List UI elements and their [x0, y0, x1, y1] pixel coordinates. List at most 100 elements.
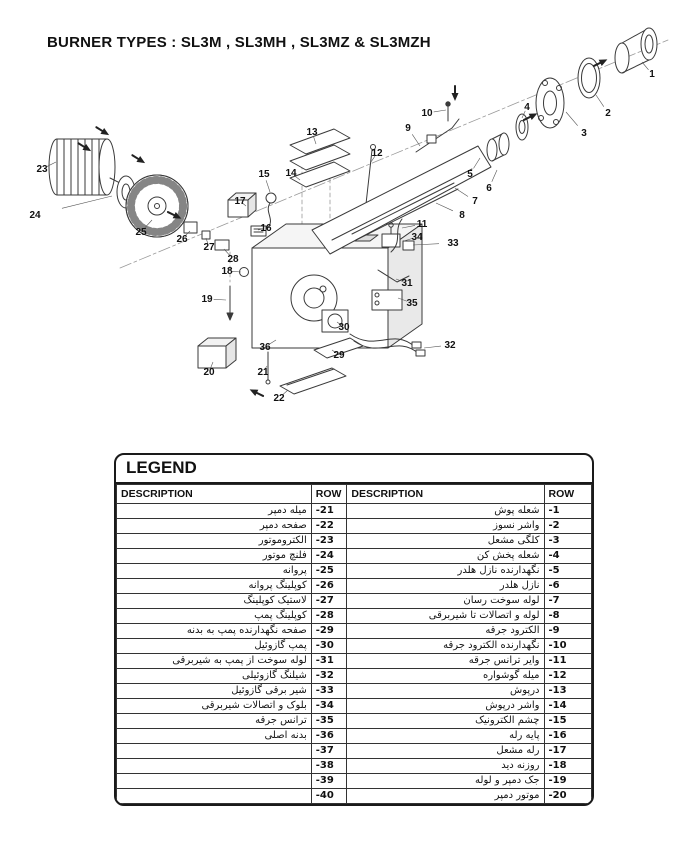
- callout-number: 12: [371, 148, 383, 159]
- legend-desc-right: میله گوشواره: [346, 668, 545, 684]
- callout-number: 18: [221, 266, 233, 277]
- fuel-hoses-shape: [349, 333, 426, 357]
- legend-rownum-right: -19: [543, 773, 592, 789]
- legend-header-row-right: ROW: [543, 484, 592, 504]
- callout-leader: [521, 110, 526, 119]
- legend-rownum-left: -21: [310, 503, 348, 519]
- relay-shape: [227, 192, 267, 237]
- legend-rownum-right: -1: [543, 503, 592, 519]
- callout-number: 1: [649, 69, 655, 80]
- legend-rownum-left: -31: [310, 653, 348, 669]
- callout-leader: [370, 155, 376, 163]
- callout-leader: [411, 134, 421, 147]
- callout-leader: [433, 109, 447, 113]
- callout-number: 17: [234, 196, 246, 207]
- callout-number: 31: [401, 278, 413, 289]
- legend-rownum-left: -22: [310, 518, 348, 534]
- legend-rownum-left: -25: [310, 563, 348, 579]
- legend-rownum-left: -39: [310, 773, 348, 789]
- legend-desc-left: لاستیک کوپلینگ: [116, 593, 312, 609]
- callout-leader: [454, 187, 469, 197]
- callout-number: 10: [421, 108, 433, 119]
- legend-desc-left: پروانه: [116, 563, 312, 579]
- callout-number: 15: [258, 169, 270, 180]
- callout-number: 16: [260, 223, 272, 234]
- legend-desc-left: لوله سوخت از پمپ به شیربرقی: [116, 653, 312, 669]
- legend-rownum-left: -38: [310, 758, 348, 774]
- legend-desc-right: شعله پوش: [346, 503, 545, 519]
- flame-tube-shape: [614, 27, 658, 74]
- callout-number: 30: [338, 322, 350, 333]
- legend-desc-right: نگهدارنده الکترود جرقه: [346, 638, 545, 654]
- callout-number: 34: [411, 232, 423, 243]
- callout-number: 29: [333, 350, 345, 361]
- callout-leader: [241, 202, 247, 207]
- legend-rownum-right: -17: [543, 743, 592, 759]
- legend-rownum-left: -35: [310, 713, 348, 729]
- callout-leader: [641, 61, 649, 70]
- legend-desc-left: فلنچ موتور: [116, 548, 312, 564]
- legend-header-row: DESCRIPTION ROW DESCRIPTION ROW: [116, 484, 592, 504]
- legend-panel: LEGEND DESCRIPTION ROW DESCRIPTION ROW م…: [114, 453, 594, 806]
- callout-leader: [265, 180, 271, 193]
- legend-rownum-left: -26: [310, 578, 348, 594]
- legend-desc-left: [116, 743, 312, 759]
- callout-number: 11: [417, 219, 428, 230]
- cover-plates-shape: [289, 128, 351, 188]
- legend-desc-left: [116, 773, 312, 789]
- legend-rownum-right: -20: [543, 788, 592, 804]
- legend-rownum-left: -29: [310, 623, 348, 639]
- legend-desc-left: شیر برقی گازوئیل: [116, 683, 312, 699]
- legend-desc-left: میله دمپر: [116, 503, 312, 519]
- legend-rownum-left: -37: [310, 743, 348, 759]
- legend-rownum-left: -23: [310, 533, 348, 549]
- callout-leader: [281, 389, 289, 396]
- callout-number: 19: [201, 294, 213, 305]
- legend-desc-right: لوله و اتصالات تا شیربرقی: [346, 608, 545, 624]
- legend-rownum-left: -33: [310, 683, 348, 699]
- electrode-shape: [415, 101, 460, 153]
- legend-desc-right: چشم الکترونیک: [346, 713, 545, 729]
- nozzle-holder-retainer-shape: [486, 132, 510, 162]
- legend-header-description-right: DESCRIPTION: [346, 484, 545, 504]
- callout-leader: [210, 361, 214, 369]
- legend-desc-left: کوپلینگ پمپ: [116, 608, 312, 624]
- callout-number: 33: [447, 238, 459, 249]
- legend-rownum-right: -18: [543, 758, 592, 774]
- legend-desc-left: بدنه اصلی: [116, 728, 312, 744]
- legend-rownum-left: -24: [310, 548, 348, 564]
- fan-coupling-shape: [183, 221, 198, 234]
- legend-desc-right: موتور دمپر: [346, 788, 545, 804]
- legend-rownum-right: -6: [543, 578, 592, 594]
- callout-number: 35: [406, 298, 418, 309]
- legend-desc-left: [116, 788, 312, 804]
- legend-desc-right: درپوش: [346, 683, 545, 699]
- callout-number: 3: [581, 128, 587, 139]
- callout-number: 28: [227, 254, 239, 265]
- legend-rownum-left: -34: [310, 698, 348, 714]
- burner-head-flange-shape: [535, 77, 565, 129]
- damper-motor-shape: [197, 337, 237, 369]
- callout-number: 2: [605, 108, 611, 119]
- callout-leader: [401, 225, 416, 229]
- legend-desc-right: کلگی مشعل: [346, 533, 545, 549]
- legend-rownum-right: -9: [543, 623, 592, 639]
- legend-rownum-right: -4: [543, 548, 592, 564]
- damper-jack-shape: [226, 285, 234, 321]
- callout-leader: [491, 169, 498, 182]
- callout-number: 25: [135, 227, 147, 238]
- callout-number: 6: [486, 183, 492, 194]
- legend-desc-right: واشر نسوز: [346, 518, 545, 534]
- legend-desc-right: لوله سوخت رسان: [346, 593, 545, 609]
- fuel-pump-shape: [313, 309, 364, 359]
